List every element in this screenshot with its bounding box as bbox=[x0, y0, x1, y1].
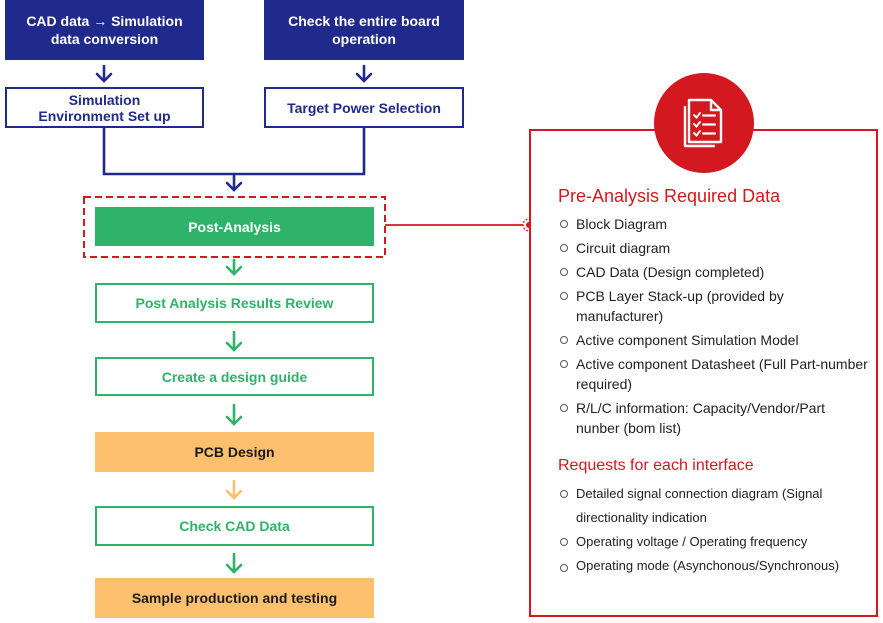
sim-env-box: Simulation Environment Set up bbox=[5, 87, 204, 128]
arrow-guide-to-pcb bbox=[225, 403, 243, 426]
post-analysis-to-panel-connector bbox=[385, 218, 536, 232]
pre-analysis-title: Pre-Analysis Required Data bbox=[558, 186, 781, 206]
check-cad-box: Check CAD Data bbox=[95, 506, 374, 546]
required-data-list: Block Diagram Circuit diagram CAD Data (… bbox=[560, 214, 870, 442]
sample-production-label: Sample production and testing bbox=[131, 590, 338, 606]
check-cad-label: Check CAD Data bbox=[179, 518, 290, 534]
arrow-check-to-power bbox=[355, 64, 373, 83]
list-item: Block Diagram bbox=[560, 214, 870, 234]
sim-env-label: Simulation Environment Set up bbox=[38, 91, 171, 124]
list-item: CAD Data (Design completed) bbox=[560, 262, 870, 282]
pre-analysis-panel bbox=[529, 129, 878, 617]
list-item: Active component Simulation Model bbox=[560, 330, 870, 350]
post-analysis-label: Post-Analysis bbox=[188, 218, 281, 235]
arrow-post-to-review bbox=[225, 258, 243, 276]
interface-title: Requests for each interface bbox=[558, 457, 754, 474]
cad-conversion-box: CAD data → Simulation data conversion bbox=[5, 0, 204, 60]
pcb-design-box: PCB Design bbox=[95, 432, 374, 472]
check-board-label: Check the entire board operation bbox=[288, 13, 440, 47]
list-item: Detailed signal connection diagram (Sign… bbox=[560, 482, 870, 530]
merge-lines bbox=[102, 128, 366, 192]
results-review-box: Post Analysis Results Review bbox=[95, 283, 374, 323]
arrow-pcb-to-check bbox=[225, 479, 243, 500]
sample-production-box: Sample production and testing bbox=[95, 578, 374, 618]
pcb-design-label: PCB Design bbox=[194, 444, 275, 460]
list-item: Operating voltage / Operating frequency bbox=[560, 530, 870, 554]
design-guide-label: Create a design guide bbox=[161, 368, 308, 385]
list-item: Circuit diagram bbox=[560, 238, 870, 258]
checklist-document-icon bbox=[654, 73, 754, 173]
target-power-box: Target Power Selection bbox=[264, 87, 464, 128]
results-review-label: Post Analysis Results Review bbox=[135, 295, 334, 311]
target-power-label: Target Power Selection bbox=[287, 99, 441, 116]
post-analysis-box: Post-Analysis bbox=[95, 207, 374, 246]
cad-conversion-label: CAD data → Simulation data conversion bbox=[26, 13, 183, 47]
arrow-review-to-guide bbox=[225, 330, 243, 352]
design-guide-box: Create a design guide bbox=[95, 357, 374, 396]
check-board-box: Check the entire board operation bbox=[264, 0, 464, 60]
interface-list: Detailed signal connection diagram (Sign… bbox=[560, 482, 870, 576]
list-item: PCB Layer Stack-up (provided by manufact… bbox=[560, 286, 870, 326]
list-item: Active component Datasheet (Full Part-nu… bbox=[560, 354, 870, 394]
list-item: Operating mode (Asynchonous/Synchronous) bbox=[560, 556, 870, 576]
post-analysis-highlight bbox=[83, 196, 386, 258]
arrow-cad-to-env bbox=[95, 64, 113, 83]
arrow-check-to-sample bbox=[225, 552, 243, 574]
list-item: R/L/C information: Capacity/Vendor/Part … bbox=[560, 398, 870, 438]
